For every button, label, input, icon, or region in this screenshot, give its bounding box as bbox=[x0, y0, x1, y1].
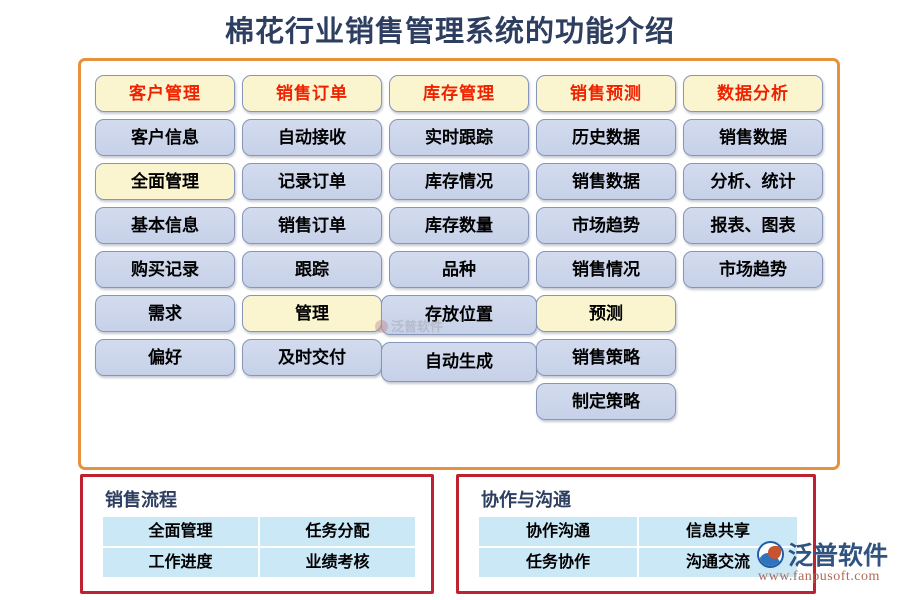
collaboration-title: 协作与沟通 bbox=[481, 490, 571, 510]
panel-cell[interactable]: 沟通交流 bbox=[639, 548, 797, 577]
column-header-1[interactable]: 客户管理 bbox=[95, 75, 235, 112]
feature-cell[interactable]: 销售数据 bbox=[683, 119, 823, 156]
feature-column-1: 客户管理客户信息全面管理基本信息购买记录需求偏好 bbox=[95, 75, 235, 420]
feature-cell[interactable]: 偏好 bbox=[95, 339, 235, 376]
panel-cell[interactable]: 协作沟通 bbox=[479, 517, 637, 546]
sales-process-title: 销售流程 bbox=[105, 490, 177, 510]
collaboration-grid: 协作沟通信息共享任务协作沟通交流 bbox=[479, 517, 797, 577]
column-header-3[interactable]: 库存管理 bbox=[389, 75, 529, 112]
column-header-4[interactable]: 销售预测 bbox=[536, 75, 676, 112]
panel-cell[interactable]: 任务协作 bbox=[479, 548, 637, 577]
panel-cell[interactable]: 任务分配 bbox=[260, 517, 415, 546]
feature-cell[interactable]: 记录订单 bbox=[242, 163, 382, 200]
panel-cell[interactable]: 全面管理 bbox=[103, 517, 258, 546]
feature-cell[interactable]: 存放位置 bbox=[381, 295, 537, 335]
feature-cell[interactable]: 全面管理 bbox=[95, 163, 235, 200]
feature-cell[interactable]: 销售数据 bbox=[536, 163, 676, 200]
feature-cell[interactable]: 基本信息 bbox=[95, 207, 235, 244]
feature-cell[interactable]: 购买记录 bbox=[95, 251, 235, 288]
feature-cell[interactable]: 分析、统计 bbox=[683, 163, 823, 200]
feature-cell[interactable]: 管理 bbox=[242, 295, 382, 332]
feature-cell[interactable]: 品种 bbox=[389, 251, 529, 288]
column-header-5[interactable]: 数据分析 bbox=[683, 75, 823, 112]
feature-cell[interactable]: 库存情况 bbox=[389, 163, 529, 200]
feature-cell[interactable]: 制定策略 bbox=[536, 383, 676, 420]
feature-cell[interactable]: 需求 bbox=[95, 295, 235, 332]
feature-cell[interactable]: 市场趋势 bbox=[683, 251, 823, 288]
panel-cell[interactable]: 工作进度 bbox=[103, 548, 258, 577]
feature-cell[interactable]: 客户信息 bbox=[95, 119, 235, 156]
feature-column-5: 数据分析销售数据分析、统计报表、图表市场趋势 bbox=[683, 75, 823, 420]
feature-cell[interactable]: 及时交付 bbox=[242, 339, 382, 376]
feature-cell[interactable]: 报表、图表 bbox=[683, 207, 823, 244]
feature-cell[interactable]: 销售情况 bbox=[536, 251, 676, 288]
panel-cell[interactable]: 信息共享 bbox=[639, 517, 797, 546]
feature-cell[interactable]: 自动生成 bbox=[381, 342, 537, 382]
feature-cell[interactable]: 销售订单 bbox=[242, 207, 382, 244]
sales-process-panel: 销售流程 全面管理任务分配工作进度业绩考核 bbox=[80, 474, 434, 594]
feature-cell[interactable]: 库存数量 bbox=[389, 207, 529, 244]
feature-column-4: 销售预测历史数据销售数据市场趋势销售情况预测销售策略制定策略 bbox=[536, 75, 676, 420]
collaboration-panel: 协作与沟通 协作沟通信息共享任务协作沟通交流 bbox=[456, 474, 816, 594]
feature-cell[interactable]: 实时跟踪 bbox=[389, 119, 529, 156]
main-feature-panel: 客户管理客户信息全面管理基本信息购买记录需求偏好销售订单自动接收记录订单销售订单… bbox=[78, 58, 840, 470]
feature-column-3: 库存管理实时跟踪库存情况库存数量品种存放位置自动生成 bbox=[381, 75, 537, 420]
feature-cell[interactable]: 市场趋势 bbox=[536, 207, 676, 244]
feature-cell[interactable]: 销售策略 bbox=[536, 339, 676, 376]
sales-process-grid: 全面管理任务分配工作进度业绩考核 bbox=[103, 517, 415, 577]
column-header-2[interactable]: 销售订单 bbox=[242, 75, 382, 112]
feature-cell[interactable]: 自动接收 bbox=[242, 119, 382, 156]
panel-cell[interactable]: 业绩考核 bbox=[260, 548, 415, 577]
feature-columns: 客户管理客户信息全面管理基本信息购买记录需求偏好销售订单自动接收记录订单销售订单… bbox=[95, 75, 823, 420]
feature-cell[interactable]: 历史数据 bbox=[536, 119, 676, 156]
page-title: 棉花行业销售管理系统的功能介绍 bbox=[224, 16, 675, 48]
feature-cell[interactable]: 预测 bbox=[536, 295, 676, 332]
feature-cell[interactable]: 跟踪 bbox=[242, 251, 382, 288]
feature-column-2: 销售订单自动接收记录订单销售订单跟踪管理及时交付 bbox=[242, 75, 382, 420]
